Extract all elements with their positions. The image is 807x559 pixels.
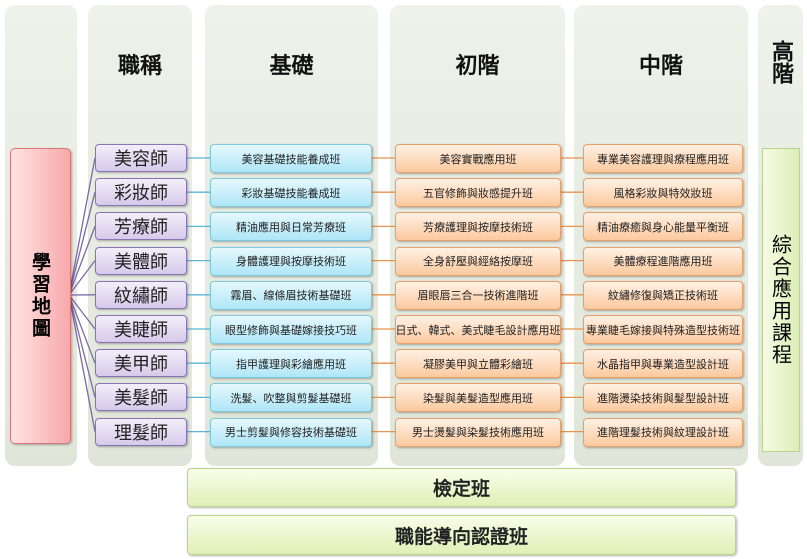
beginner-course-box[interactable]: 美容實戰應用班 bbox=[395, 144, 561, 173]
basic-course-box[interactable]: 彩妝基礎技能養成班 bbox=[210, 178, 372, 208]
vocational-certification-bar[interactable]: 職能導向認證班 bbox=[187, 515, 736, 555]
header-beginner: 初階 bbox=[455, 54, 500, 79]
intermediate-course-box[interactable]: 專業睫毛嫁接與特殊造型技術班 bbox=[583, 315, 743, 344]
beginner-course-box[interactable]: 染髮與美髮造型應用班 bbox=[395, 383, 561, 413]
job-title-box[interactable]: 美體師 bbox=[95, 246, 187, 275]
beginner-label: 芳療護理與按摩技術班 bbox=[423, 220, 533, 234]
title-label: 美睫師 bbox=[114, 320, 168, 341]
title-label: 紋繡師 bbox=[114, 285, 168, 307]
vocational-certification-label: 職能導向認證班 bbox=[394, 525, 528, 548]
intermediate-label: 精油療癒與身心能量平衡班 bbox=[597, 220, 729, 234]
basic-course-box[interactable]: 眼型修飾與基礎嫁接技巧班 bbox=[210, 315, 372, 344]
beginner-course-box[interactable]: 男士燙髮與染髮技術應用班 bbox=[395, 417, 561, 447]
intermediate-course-box[interactable]: 風格彩妝與特效妝班 bbox=[583, 178, 743, 208]
basic-label: 洗髮、吹整與剪髮基礎班 bbox=[230, 391, 352, 405]
intermediate-course-box[interactable]: 紋繡修復與矯正技術班 bbox=[583, 280, 743, 310]
job-title-box[interactable]: 芳療師 bbox=[95, 212, 187, 241]
basic-course-box[interactable]: 美容基礎技能養成班 bbox=[210, 144, 372, 173]
basic-label: 美容基礎技能養成班 bbox=[241, 152, 341, 166]
certification-class-label: 檢定班 bbox=[432, 478, 490, 500]
basic-label: 身體護理與按摩技術班 bbox=[236, 255, 346, 269]
intermediate-course-box[interactable]: 精油療癒與身心能量平衡班 bbox=[583, 212, 743, 242]
job-title-box[interactable]: 美髮師 bbox=[95, 383, 187, 412]
connector-line bbox=[68, 192, 96, 296]
basic-course-box[interactable]: 男士剪髮與修容技術基礎班 bbox=[210, 417, 372, 447]
beginner-label: 日式、韓式、美式睫毛設計應用班 bbox=[395, 323, 561, 337]
intermediate-label: 專業睫毛嫁接與特殊造型技術班 bbox=[586, 323, 740, 337]
beginner-label: 眉眼唇三合一技術進階班 bbox=[417, 289, 539, 303]
beginner-label: 全身舒壓與經絡按摩班 bbox=[423, 255, 533, 269]
header-titles: 職稱 bbox=[117, 54, 162, 79]
title-label: 芳療師 bbox=[114, 217, 168, 239]
beginner-course-box[interactable]: 日式、韓式、美式睫毛設計應用班 bbox=[395, 315, 561, 344]
advanced-course-label: 綜合應用課程 bbox=[768, 234, 793, 366]
basic-label: 精油應用與日常芳療班 bbox=[236, 220, 346, 234]
basic-course-box[interactable]: 霧眉、線條眉技術基礎班 bbox=[210, 280, 372, 310]
title-label: 美體師 bbox=[114, 251, 168, 273]
basic-course-box[interactable]: 洗髮、吹整與剪髮基礎班 bbox=[210, 383, 372, 413]
intermediate-label: 水晶指甲與專業造型設計班 bbox=[597, 357, 729, 371]
beginner-label: 凝膠美甲與立體彩繪班 bbox=[423, 357, 533, 371]
intermediate-label: 進階理髮技術與紋理設計班 bbox=[597, 426, 729, 440]
title-label: 美容師 bbox=[114, 149, 168, 170]
connector-line bbox=[68, 157, 96, 296]
beginner-label: 男士燙髮與染髮技術應用班 bbox=[412, 426, 544, 440]
beginner-label: 染髮與美髮造型應用班 bbox=[423, 391, 533, 405]
intermediate-course-box[interactable]: 進階燙染技術與髮型設計班 bbox=[583, 383, 743, 413]
beginner-course-box[interactable]: 五官修飾與妝感提升班 bbox=[395, 178, 561, 208]
job-title-box[interactable]: 美甲師 bbox=[95, 349, 187, 378]
learning-map-box: 學習地圖 bbox=[10, 148, 71, 444]
title-label: 美甲師 bbox=[114, 354, 168, 376]
connector-line bbox=[68, 294, 96, 330]
basic-course-box[interactable]: 精油應用與日常芳療班 bbox=[210, 212, 372, 242]
basic-label: 男士剪髮與修容技術基礎班 bbox=[225, 426, 357, 440]
beginner-course-box[interactable]: 全身舒壓與經絡按摩班 bbox=[395, 246, 561, 276]
basic-label: 霧眉、線條眉技術基礎班 bbox=[230, 289, 352, 303]
connector-line bbox=[68, 294, 96, 398]
advanced-course-box: 綜合應用課程 bbox=[762, 148, 800, 452]
basic-course-box[interactable]: 身體護理與按摩技術班 bbox=[210, 246, 372, 276]
intermediate-course-box[interactable]: 水晶指甲與專業造型設計班 bbox=[583, 349, 743, 379]
beginner-course-box[interactable]: 芳療護理與按摩技術班 bbox=[395, 212, 561, 242]
title-label: 理髮師 bbox=[114, 422, 168, 444]
beginner-course-box[interactable]: 凝膠美甲與立體彩繪班 bbox=[395, 349, 561, 379]
learning-map-label: 學習地圖 bbox=[29, 252, 51, 340]
intermediate-course-box[interactable]: 專業美容護理與療程應用班 bbox=[583, 144, 743, 173]
title-label: 彩妝師 bbox=[114, 183, 168, 205]
intermediate-label: 紋繡修復與矯正技術班 bbox=[608, 289, 718, 303]
job-title-box[interactable]: 理髮師 bbox=[95, 417, 187, 446]
connector-line bbox=[68, 226, 96, 296]
job-title-box[interactable]: 美睫師 bbox=[95, 315, 187, 343]
basic-label: 眼型修飾與基礎嫁接技巧班 bbox=[225, 323, 357, 337]
header-basic: 基礎 bbox=[269, 54, 314, 79]
beginner-label: 美容實戰應用班 bbox=[439, 152, 517, 166]
intermediate-course-box[interactable]: 進階理髮技術與紋理設計班 bbox=[583, 417, 743, 447]
connector-line bbox=[68, 294, 96, 364]
certification-class-bar[interactable]: 檢定班 bbox=[187, 468, 736, 507]
job-title-box[interactable]: 紋繡師 bbox=[95, 280, 187, 309]
basic-course-box[interactable]: 指甲護理與彩繪應用班 bbox=[210, 349, 372, 379]
header-intermediate: 中階 bbox=[638, 54, 683, 79]
beginner-label: 五官修飾與妝感提升班 bbox=[423, 186, 533, 200]
job-title-box[interactable]: 美容師 bbox=[95, 144, 187, 172]
basic-label: 指甲護理與彩繪應用班 bbox=[236, 357, 346, 371]
intermediate-label: 風格彩妝與特效妝班 bbox=[613, 186, 713, 200]
title-label: 美髮師 bbox=[114, 388, 168, 410]
intermediate-course-box[interactable]: 美體療程進階應用班 bbox=[583, 246, 743, 276]
intermediate-label: 專業美容護理與療程應用班 bbox=[597, 152, 729, 166]
job-title-box[interactable]: 彩妝師 bbox=[95, 178, 187, 207]
connector-line bbox=[68, 260, 96, 296]
header-advanced: 高階 bbox=[768, 40, 793, 84]
basic-label: 彩妝基礎技能養成班 bbox=[241, 186, 341, 200]
beginner-course-box[interactable]: 眉眼唇三合一技術進階班 bbox=[395, 280, 561, 310]
connector-line bbox=[68, 294, 96, 432]
intermediate-label: 美體療程進階應用班 bbox=[613, 255, 713, 269]
intermediate-label: 進階燙染技術與髮型設計班 bbox=[597, 391, 729, 405]
